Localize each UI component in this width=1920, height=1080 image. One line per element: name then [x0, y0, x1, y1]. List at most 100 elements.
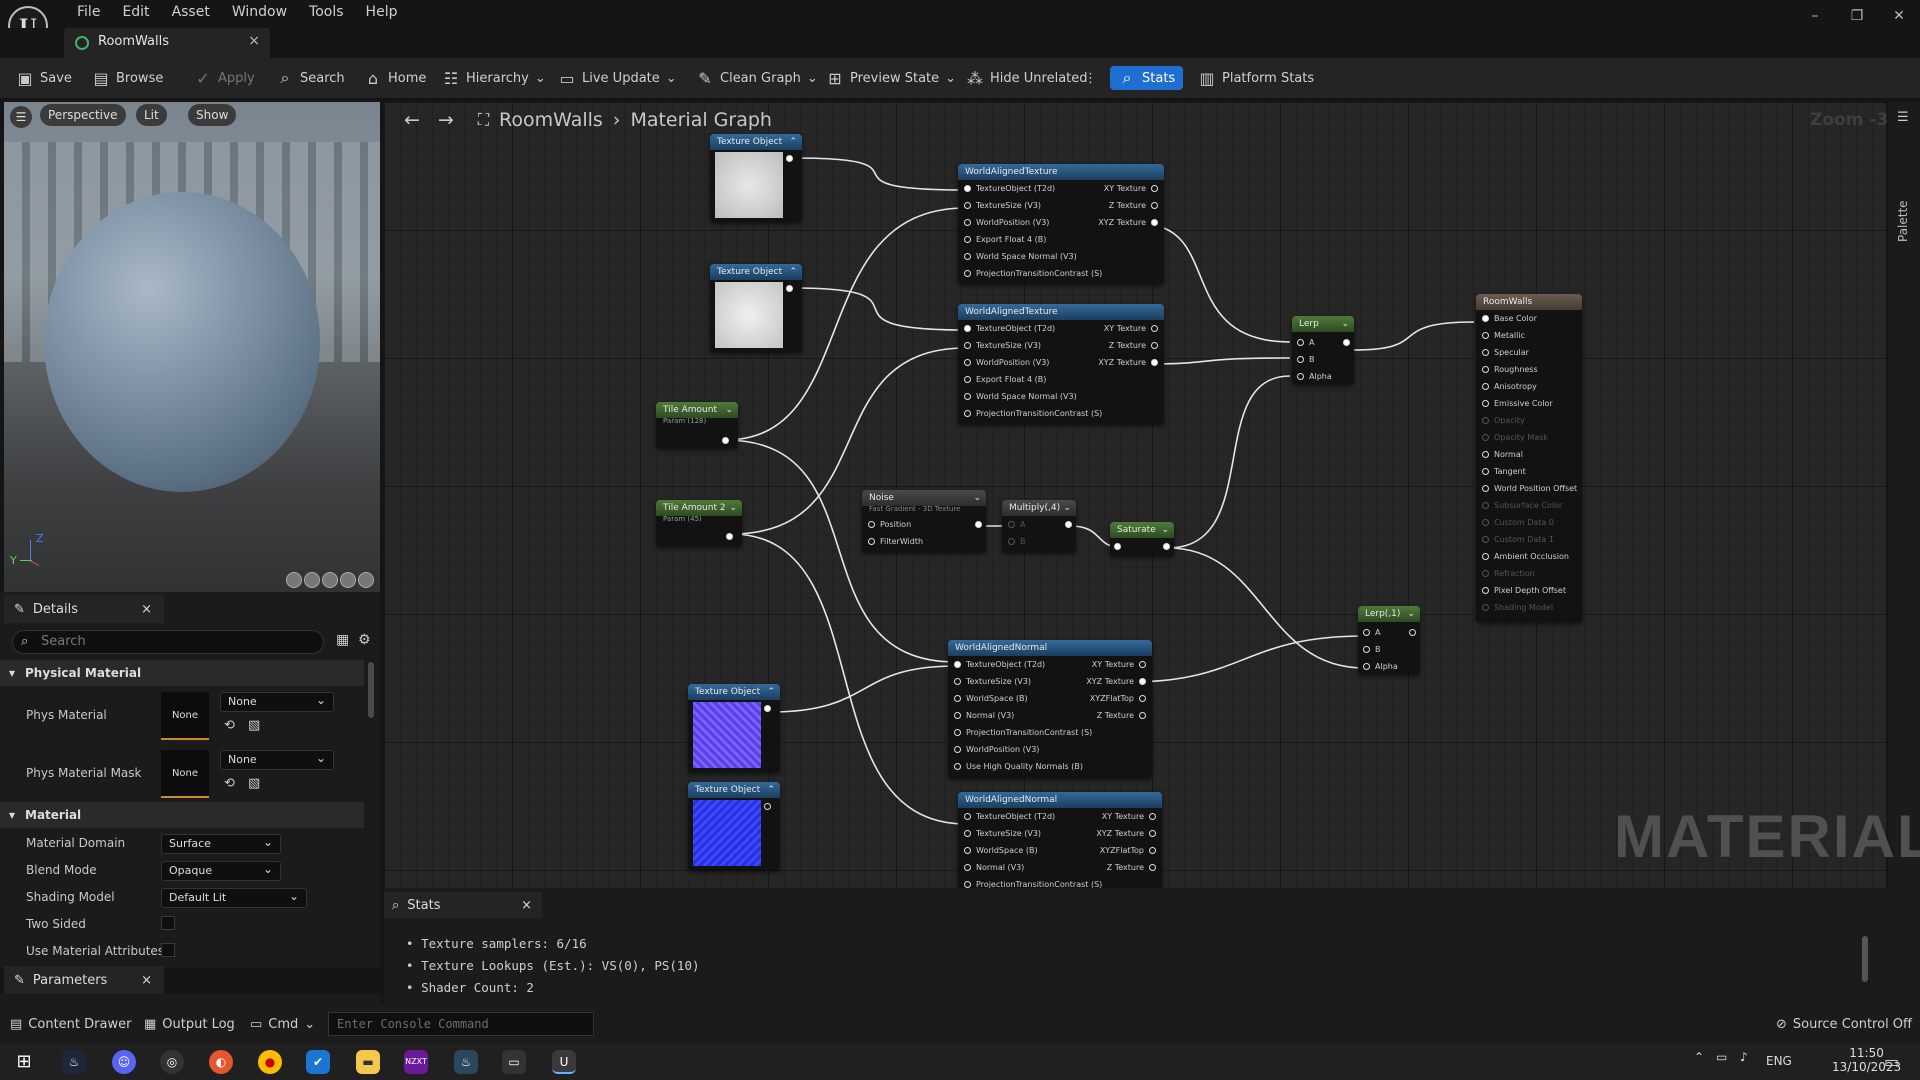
- parameters-close-icon[interactable]: ×: [141, 972, 152, 988]
- saturate-node[interactable]: Saturate⌄: [1110, 522, 1174, 556]
- output-pin[interactable]: XYZ Texture: [1096, 829, 1156, 839]
- input-pin[interactable]: WorldSpace (B): [954, 694, 1028, 704]
- browse-asset-icon[interactable]: ▧: [248, 718, 261, 733]
- input-pin[interactable]: Use High Quality Normals (B): [954, 762, 1083, 772]
- collapse-icon[interactable]: ⌃: [767, 687, 775, 697]
- result-pin[interactable]: Anisotropy: [1482, 382, 1537, 392]
- tray-chevron-icon[interactable]: ⌃: [1694, 1050, 1705, 1064]
- input-pin[interactable]: Normal (V3): [954, 711, 1014, 721]
- chevron-down-icon[interactable]: ⌄: [1161, 525, 1169, 535]
- input-pin[interactable]: TextureObject (T2d): [954, 660, 1045, 670]
- discord-icon[interactable]: ☺: [112, 1050, 136, 1074]
- teapot-preview-icon[interactable]: [358, 572, 374, 588]
- stats-close-icon[interactable]: ×: [521, 897, 532, 913]
- output-pin[interactable]: XYZ Texture: [1098, 218, 1158, 228]
- material-domain-dropdown[interactable]: Surface: [161, 833, 281, 854]
- search-button[interactable]: ⌕Search: [276, 66, 345, 90]
- chevron-down-icon[interactable]: ⌄: [1063, 503, 1071, 513]
- epic-icon[interactable]: ▭: [502, 1050, 526, 1074]
- details-scrollbar[interactable]: [368, 662, 374, 718]
- viewport-menu-icon[interactable]: ☰: [10, 106, 32, 128]
- result-pin[interactable]: Opacity Mask: [1482, 433, 1548, 443]
- output-pin[interactable]: [1404, 628, 1416, 638]
- blend-mode-dropdown[interactable]: Opaque: [161, 860, 281, 881]
- output-pin[interactable]: [786, 154, 798, 164]
- input-pin[interactable]: WorldPosition (V3): [964, 218, 1049, 228]
- texture-object-node-3[interactable]: Texture Object⌃: [688, 684, 780, 772]
- tile-amount-2-node[interactable]: Tile Amount 2⌄ Param (45): [656, 500, 742, 546]
- input-pin[interactable]: TextureObject (T2d): [964, 184, 1055, 194]
- live-update-button[interactable]: ▭Live Update⌄: [558, 66, 676, 90]
- output-pin[interactable]: [786, 284, 798, 294]
- more-options-icon[interactable]: ⋮: [1084, 70, 1097, 86]
- input-pin[interactable]: Export Float 4 (B): [964, 375, 1046, 385]
- input-pin[interactable]: B: [1297, 355, 1315, 365]
- gear-icon[interactable]: ⚙: [358, 632, 371, 648]
- phys-material-thumbnail[interactable]: None: [161, 692, 209, 740]
- source-control-button[interactable]: ⊘Source Control Off: [1776, 1012, 1912, 1036]
- nzxt-icon[interactable]: NZXT: [404, 1050, 428, 1074]
- input-pin[interactable]: B: [1363, 645, 1381, 655]
- output-pin[interactable]: Z Texture: [1109, 341, 1158, 351]
- output-pin[interactable]: XY Texture: [1104, 324, 1158, 334]
- stats-scrollbar[interactable]: [1862, 936, 1868, 982]
- parameters-tab[interactable]: ✎Parameters ×: [4, 966, 164, 994]
- output-pin[interactable]: [764, 802, 776, 812]
- texture-object-node-2[interactable]: Texture Object⌃: [710, 264, 802, 352]
- output-pin[interactable]: [1338, 338, 1350, 348]
- input-pin[interactable]: World Space Normal (V3): [964, 392, 1077, 402]
- two-sided-checkbox[interactable]: [161, 916, 175, 930]
- chevron-down-icon[interactable]: ⌄: [1341, 319, 1349, 329]
- input-pin[interactable]: FilterWidth: [868, 537, 923, 547]
- collapse-icon[interactable]: ⌃: [789, 137, 797, 147]
- notification-icon[interactable]: ▭: [1884, 1052, 1900, 1071]
- clean-graph-button[interactable]: ✎Clean Graph⌄: [696, 66, 818, 90]
- input-pin[interactable]: A: [1363, 628, 1380, 638]
- browse-asset-icon[interactable]: ▧: [248, 776, 261, 791]
- home-button[interactable]: ⌂Home: [364, 66, 426, 90]
- input-pin[interactable]: B: [1008, 537, 1026, 547]
- browse-button[interactable]: ▤Browse: [92, 66, 163, 90]
- input-pin[interactable]: Normal (V3): [964, 863, 1024, 873]
- cube-preview-icon[interactable]: [340, 572, 356, 588]
- result-pin[interactable]: Roughness: [1482, 365, 1538, 375]
- browser-orange-icon[interactable]: ◐: [209, 1050, 233, 1074]
- back-arrow-icon[interactable]: ←: [404, 109, 420, 131]
- input-pin[interactable]: A: [1297, 338, 1314, 348]
- world-aligned-normal-node-2[interactable]: WorldAlignedNormal TextureObject (T2d) T…: [958, 792, 1162, 888]
- texture-object-node-4[interactable]: Texture Object⌃: [688, 782, 780, 870]
- result-pin[interactable]: Custom Data 1: [1482, 535, 1554, 545]
- input-pin[interactable]: WorldPosition (V3): [964, 358, 1049, 368]
- menu-tools[interactable]: Tools: [309, 4, 344, 20]
- result-pin[interactable]: Tangent: [1482, 467, 1526, 477]
- output-pin[interactable]: [1060, 520, 1072, 530]
- result-pin[interactable]: Pixel Depth Offset: [1482, 586, 1566, 596]
- save-button[interactable]: ▣Save: [16, 66, 71, 90]
- menu-window[interactable]: Window: [231, 4, 288, 20]
- input-pin[interactable]: Alpha: [1297, 372, 1332, 382]
- output-pin[interactable]: XYZFlatTop: [1090, 694, 1146, 704]
- plane-preview-icon[interactable]: [322, 572, 338, 588]
- unreal-taskbar-icon[interactable]: U: [552, 1050, 576, 1074]
- file-explorer-icon[interactable]: ▬: [356, 1050, 380, 1074]
- output-pin[interactable]: [722, 436, 734, 446]
- cmd-dropdown[interactable]: ▭Cmd⌄: [250, 1012, 315, 1036]
- section-material[interactable]: ▾Material: [0, 802, 364, 828]
- shading-model-dropdown[interactable]: Default Lit: [161, 887, 307, 908]
- minimize-button[interactable]: –: [1811, 8, 1819, 24]
- result-pin[interactable]: Specular: [1482, 348, 1529, 358]
- menu-help[interactable]: Help: [365, 4, 398, 20]
- input-pin[interactable]: ProjectionTransitionContrast (S): [964, 880, 1102, 888]
- show-button[interactable]: Show: [188, 104, 237, 126]
- steam-2-icon[interactable]: ♨: [454, 1050, 478, 1074]
- result-pin[interactable]: Ambient Occlusion: [1482, 552, 1569, 562]
- input-pin[interactable]: ProjectionTransitionContrast (S): [954, 728, 1092, 738]
- menu-edit[interactable]: Edit: [122, 4, 150, 20]
- tab-close-button[interactable]: ×: [248, 33, 260, 49]
- output-pin[interactable]: Z Texture: [1107, 863, 1156, 873]
- result-pin[interactable]: Refraction: [1482, 569, 1535, 579]
- result-pin[interactable]: Opacity: [1482, 416, 1525, 426]
- perspective-button[interactable]: Perspective: [40, 104, 126, 126]
- volume-icon[interactable]: ♪: [1740, 1050, 1748, 1064]
